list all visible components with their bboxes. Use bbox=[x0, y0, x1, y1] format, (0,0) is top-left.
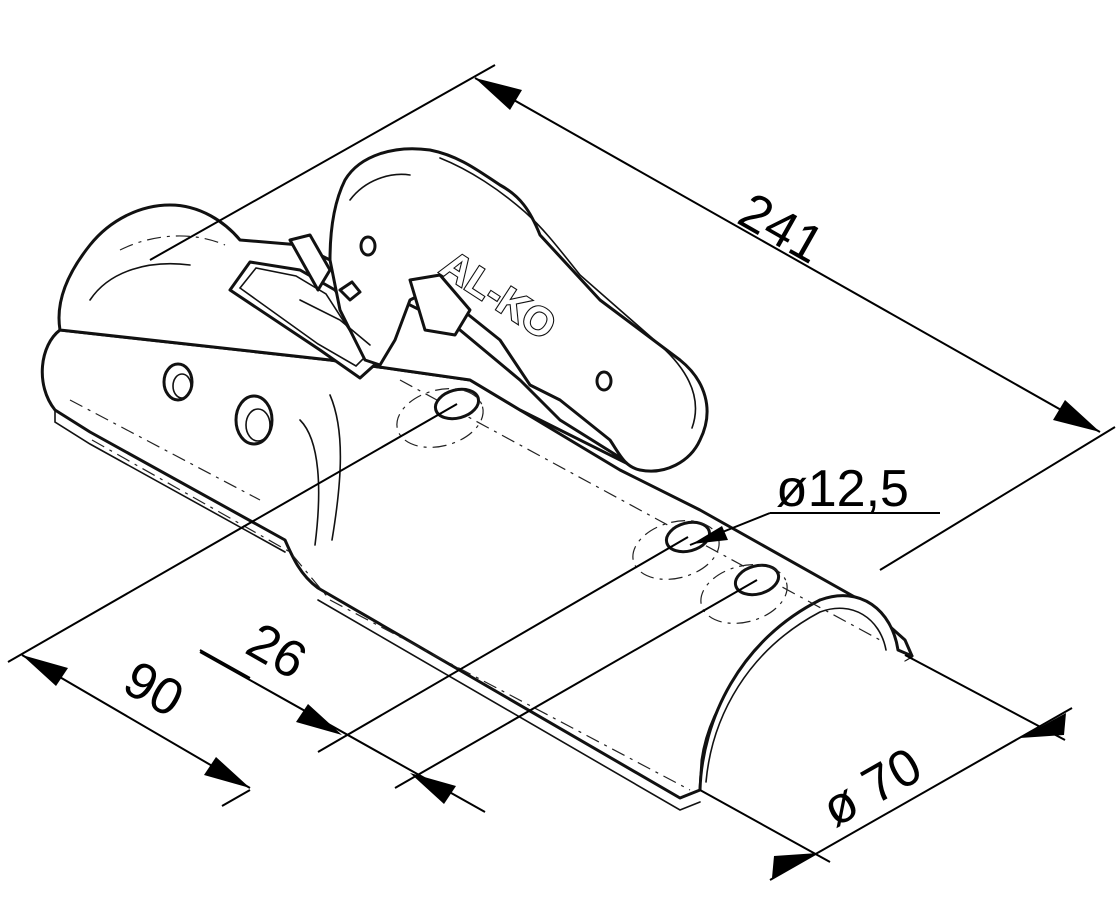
arrow-hole-diameter bbox=[692, 526, 728, 544]
locking-pin bbox=[338, 280, 362, 302]
coupling-handle: AL-KO bbox=[288, 147, 709, 473]
dimension-hole-diameter: ø12,5 bbox=[689, 460, 940, 546]
arrow-70-end bbox=[1020, 713, 1066, 738]
arrow-26-end bbox=[410, 773, 456, 804]
rear-hole bbox=[595, 370, 613, 392]
bolt-head-large bbox=[234, 394, 274, 446]
base-plate bbox=[40, 328, 914, 811]
label-90: 90 bbox=[114, 650, 193, 729]
arrow-26-start bbox=[296, 704, 342, 735]
label-hole-diameter: ø12,5 bbox=[776, 460, 909, 518]
arrow-90-start bbox=[22, 655, 68, 686]
dimension-length: 241 bbox=[149, 64, 1116, 571]
coupling-head bbox=[57, 203, 642, 546]
label-tube-diameter: ø 70 bbox=[812, 737, 931, 839]
arrow-241-start bbox=[475, 78, 522, 110]
label-241: 241 bbox=[729, 182, 833, 275]
arrow-70-start bbox=[772, 853, 818, 878]
pivot-hole bbox=[359, 235, 377, 257]
arrow-90-end bbox=[204, 757, 250, 788]
bolt-head-small bbox=[162, 362, 194, 402]
arrow-241-end bbox=[1053, 400, 1100, 432]
